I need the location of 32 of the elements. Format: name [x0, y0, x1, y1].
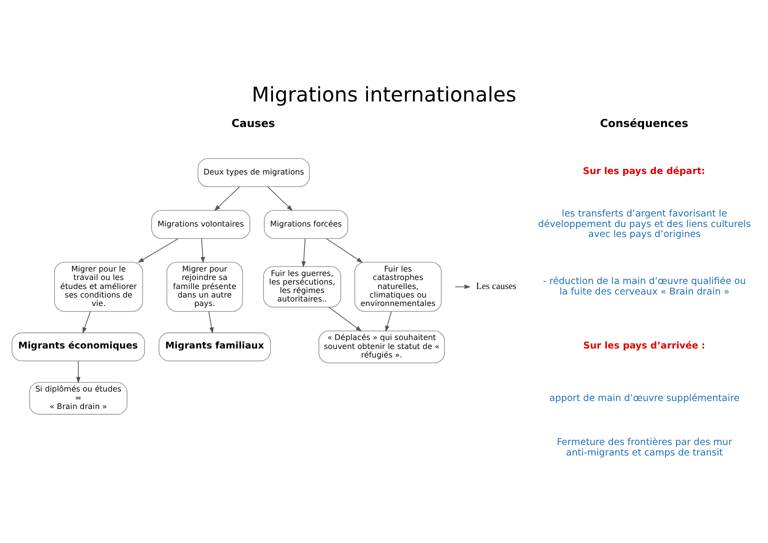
node-box: « Déplacés » qui souhaitent souvent obtenir le statut de « réfugiés ». [318, 330, 445, 363]
node-box: Migrants économiques [12, 332, 145, 361]
node-box: Deux types de migrations [198, 158, 310, 186]
arrow [200, 238, 205, 263]
arrow [214, 186, 240, 210]
node-box: Migrations forcées [264, 210, 348, 238]
arrow [302, 238, 306, 268]
arrow [267, 186, 293, 210]
arrow [208, 310, 214, 334]
label: Sur les pays d’arrivée : [583, 340, 706, 351]
label: apport de main d’œuvre supplémentaire [549, 392, 740, 404]
diagram-title: Migrations internationales [252, 82, 516, 106]
label: Causes [232, 116, 276, 130]
label: Fermeture des frontières par des mur anti-migrants et camps de transit [556, 436, 732, 458]
node-box: Fuir les guerres, les persécutions, les régimes autoritaires.. [263, 266, 342, 307]
arrow [326, 238, 363, 262]
label: Conséquences [600, 116, 688, 130]
node-text: Les causes [476, 282, 516, 292]
label: les transferts d’argent favorisant le développement du pays et des liens culturels avec les pays d’origines [538, 208, 751, 240]
node-box: Migrants familiaux [158, 332, 271, 361]
arrow [82, 310, 91, 334]
arrow [76, 360, 80, 383]
label: Sur les pays de départ: [582, 166, 706, 177]
arrow [385, 310, 392, 332]
arrow [328, 306, 362, 332]
node-box: Fuir les catastrophes naturelles, climatiques ou environnementales [354, 261, 442, 312]
node-box: Migrer pour le travail ou les études et améliorer ses conditions de vie. [54, 261, 144, 312]
arrow [138, 238, 179, 262]
label: - réduction de la main d’œuvre qualifiée ou la fuite des cerveaux « Brain drain » [543, 276, 746, 297]
node-box: Migrer pour rejoindre sa famille présente dans un autre pays. [166, 261, 243, 312]
node-box: Si diplômés ou études = « Brain drain » [29, 381, 128, 414]
node-box: Migrations volontaires [151, 210, 250, 238]
